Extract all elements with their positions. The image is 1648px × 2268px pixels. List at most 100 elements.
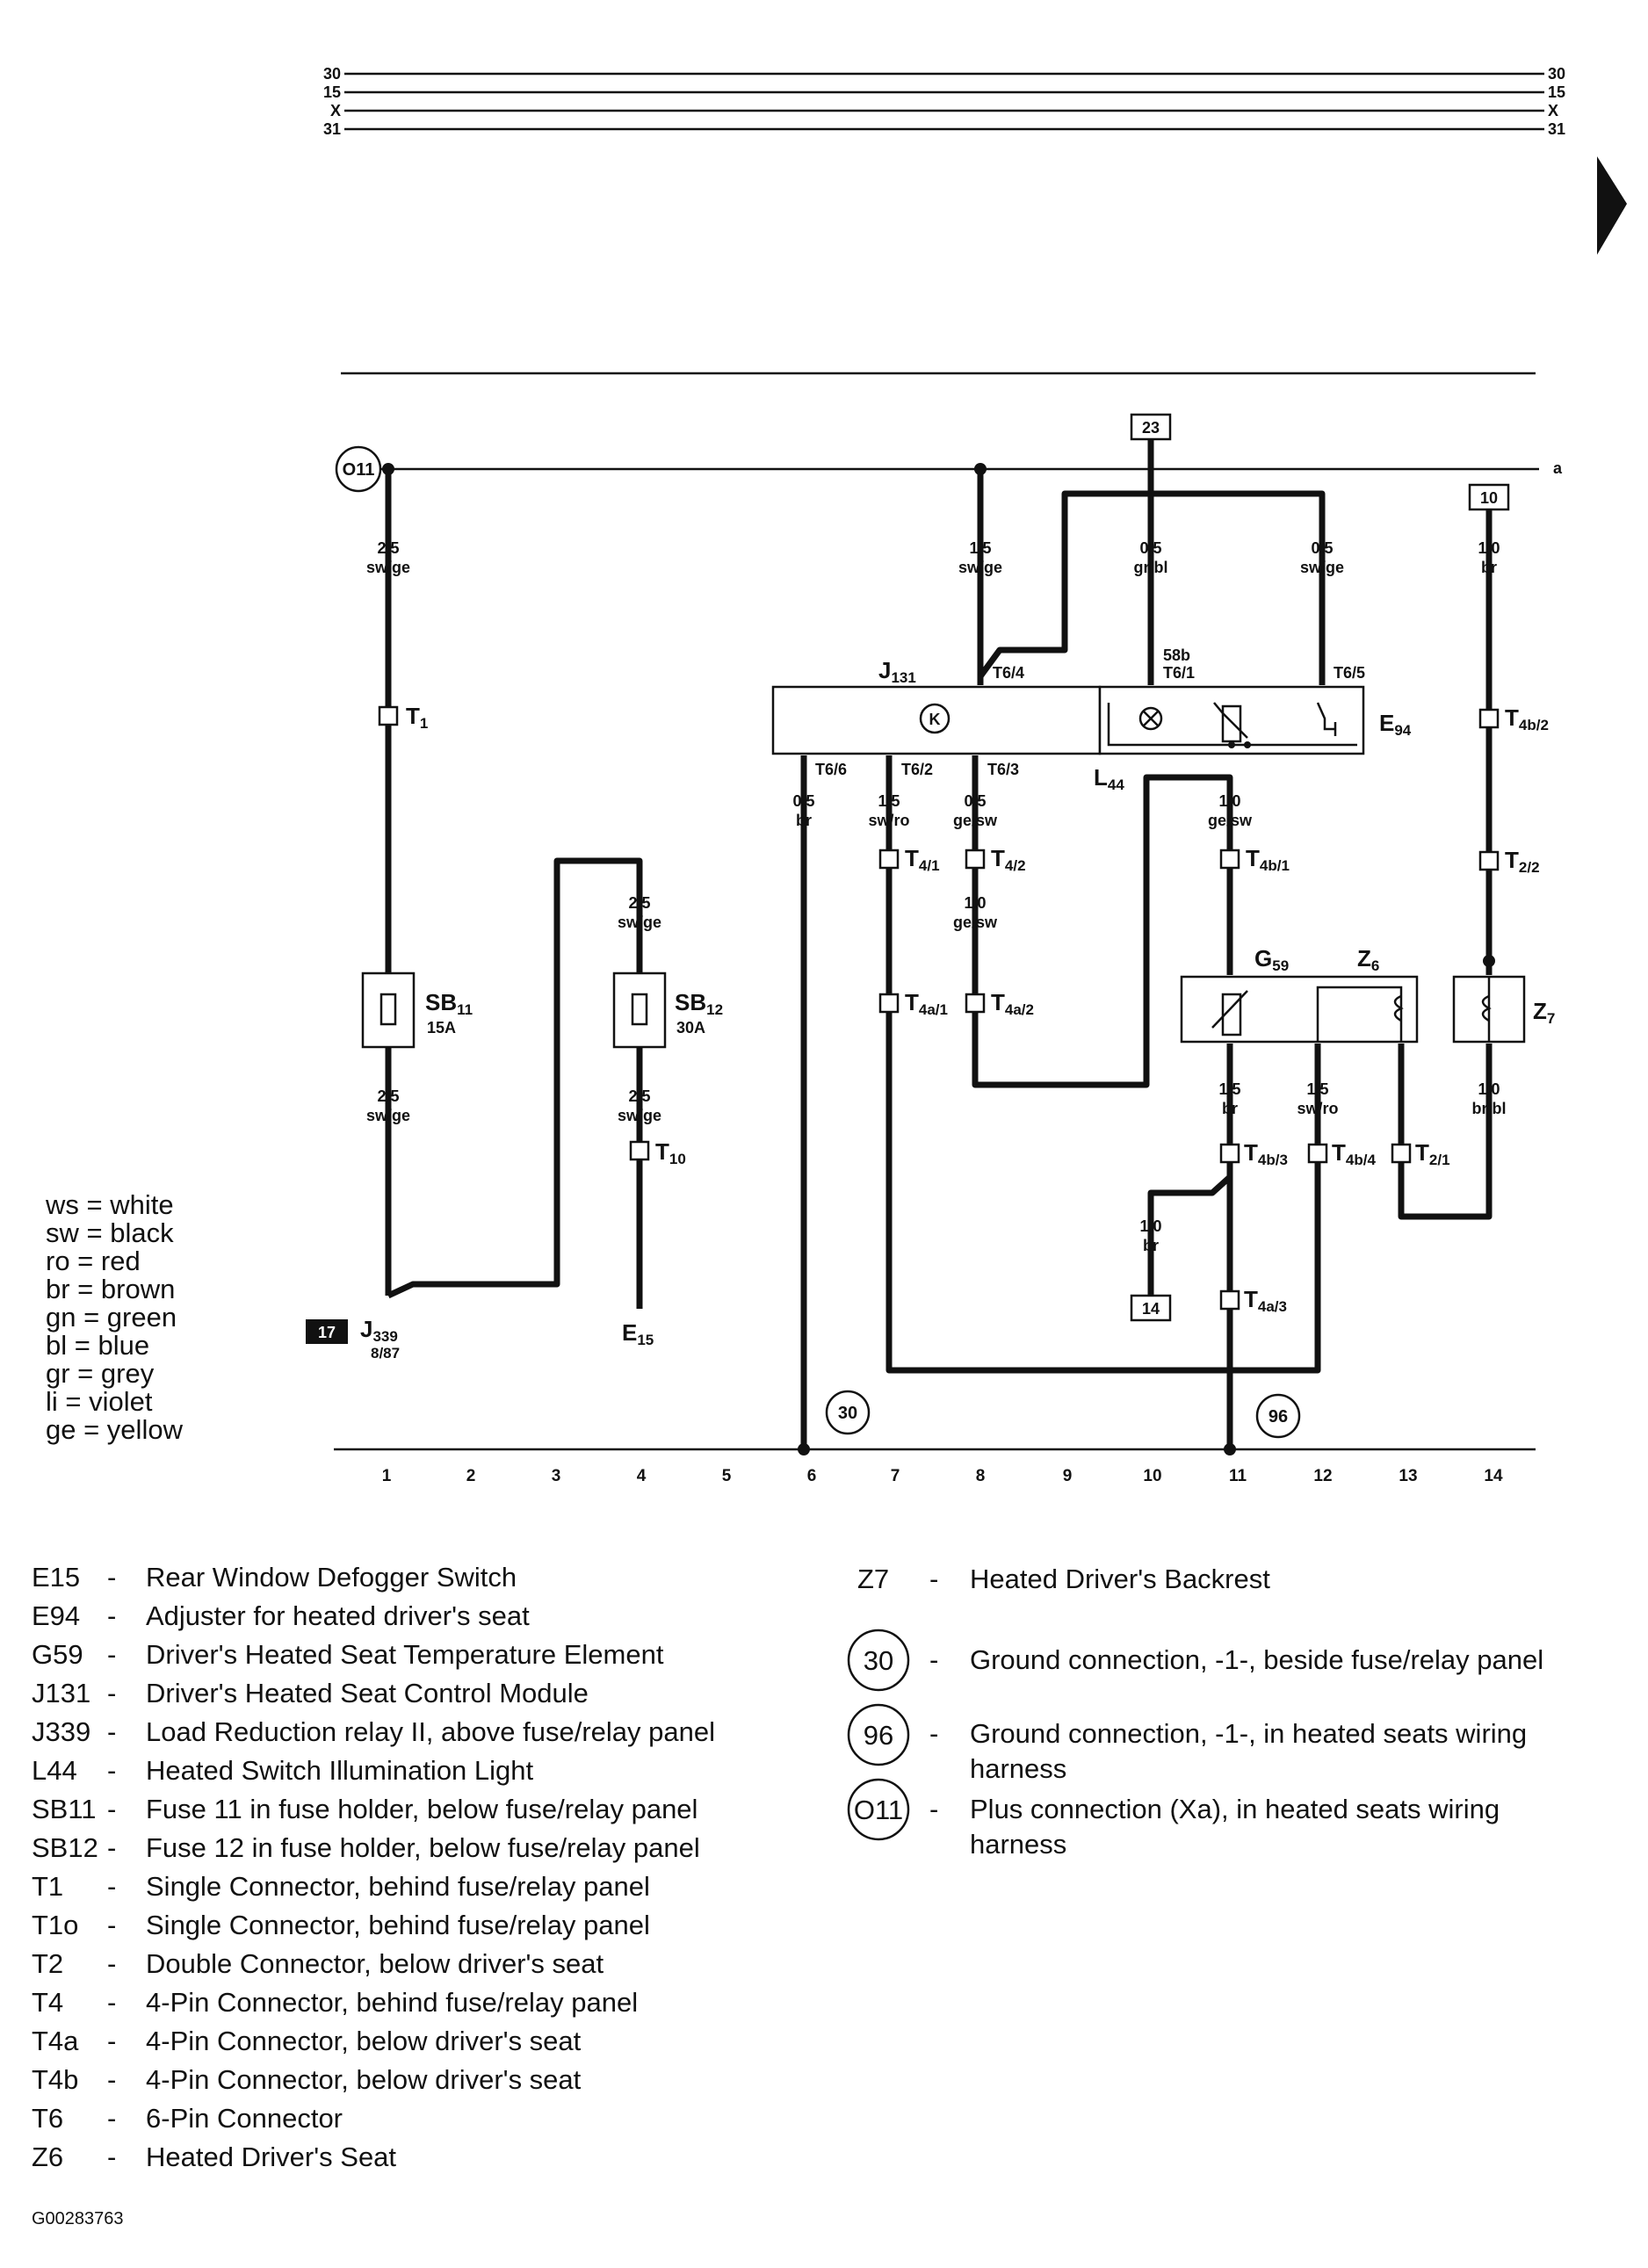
legend-dash: -: [929, 1564, 938, 1594]
ground-bar: 30 96: [334, 1390, 1536, 1455]
z7-label: Z7: [1533, 998, 1555, 1027]
potentiometer-arrow: [1213, 702, 1248, 739]
z6-heater-icon: [1393, 994, 1404, 1022]
legend-desc: Ground connection, -1-, in heated seats …: [970, 1718, 1527, 1749]
potentiometer-icon: [1221, 704, 1242, 743]
wire-color: ge/sw: [953, 812, 998, 829]
column-number: 9: [1063, 1467, 1073, 1485]
connector-icon: [1478, 708, 1500, 729]
lamp-cross-b: [1143, 711, 1159, 726]
pin-label-t6-4: T6/4: [993, 664, 1024, 682]
wire-size: 2,5: [377, 539, 399, 557]
connector-t4b-3-label: T4b/3: [1244, 1139, 1288, 1168]
color-legend-item: bl = blue: [46, 1330, 149, 1361]
connector-icon: [629, 1140, 650, 1161]
z7-heater-icon: [1481, 994, 1492, 1022]
wire-col8-jog: [978, 490, 1326, 685]
wire-size: 1,0: [1218, 792, 1240, 810]
connector-icon: [1219, 849, 1240, 870]
connector-t4-2-label: T4/2: [991, 845, 1026, 874]
relay-k-icon: [919, 703, 950, 734]
g59-label: G59: [1254, 945, 1289, 974]
wire-col7: [885, 755, 1225, 1374]
legend-code: E94: [32, 1600, 80, 1631]
ground-96-circle: [1255, 1393, 1301, 1439]
e94-internal-dot-a: [1228, 741, 1235, 748]
legend-code: O11: [854, 1795, 903, 1825]
wires: [385, 439, 1493, 1448]
wire-col13-14-lower: [1398, 1044, 1493, 1220]
legend-desc: Adjuster for heated driver's seat: [146, 1600, 530, 1631]
legend-dash: -: [107, 2142, 116, 2172]
wire-size: 1,0: [964, 894, 986, 912]
component-legend-left: E15 - Rear Window Defogger Switch E94 - …: [32, 1562, 715, 2172]
legend-dash: -: [107, 1910, 116, 1940]
legend-desc: Single Connector, behind fuse/relay pane…: [146, 1871, 650, 1902]
legend-dash: -: [107, 1755, 116, 1786]
wire-size: 1,0: [1478, 1080, 1500, 1098]
legend-dash: -: [107, 1639, 116, 1670]
legend-desc: 4-Pin Connector, below driver's seat: [146, 2026, 582, 2056]
j131-e94-module: K J131 E94 L44: [771, 657, 1412, 793]
legend-dash: -: [107, 1678, 116, 1708]
bus-label-15-right: 15: [1548, 83, 1565, 101]
legend-dash: -: [107, 2103, 116, 2134]
relay-k-label: K: [929, 711, 941, 728]
wire-color: sw/ro: [1297, 1100, 1338, 1117]
legend-desc: Heated Driver's Backrest: [970, 1564, 1270, 1594]
legend-dash: -: [107, 1716, 116, 1747]
bus-label-31-right: 31: [1548, 120, 1565, 138]
legend-code: SB11: [32, 1794, 97, 1824]
connector-icon: [965, 993, 986, 1014]
legend-dash: -: [107, 1948, 116, 1979]
column-numbers: 1 2 3 4 5 6 7 8 9 10 11 12 13 14: [382, 1467, 1503, 1485]
bus-label-15-left: 15: [323, 83, 341, 101]
connector-t2-1-label: T2/1: [1415, 1139, 1450, 1168]
legend-code: SB12: [32, 1832, 98, 1863]
bus-label-x-left: X: [330, 102, 341, 119]
legend-code: E15: [32, 1562, 80, 1593]
column-number: 13: [1399, 1467, 1417, 1485]
wire-size: 0,5: [1139, 539, 1161, 557]
bus-label-30-left: 30: [323, 65, 341, 83]
column-number: 12: [1313, 1467, 1332, 1485]
reference-boxes: 23 10 14 17: [306, 413, 1510, 1344]
wire-color-legend: ws = white sw = black ro = red br = brow…: [45, 1189, 184, 1445]
pin-label-t6-3: T6/3: [987, 761, 1019, 778]
connector-t4b-2-label: T4b/2: [1505, 704, 1549, 733]
legend-code: T1o: [32, 1910, 78, 1940]
plus-line-a: O11 a: [335, 445, 1563, 493]
ground-30-label: 30: [838, 1404, 857, 1423]
legend-desc: Driver's Heated Seat Control Module: [146, 1678, 589, 1708]
z7-junction-dot: [1483, 955, 1495, 967]
legend-desc: 4-Pin Connector, below driver's seat: [146, 2064, 582, 2095]
wire-color: sw/ge: [366, 559, 410, 576]
wire-color: br: [1143, 1237, 1159, 1254]
wire-size: 2,5: [628, 1087, 650, 1105]
j339-pin-label: 8/87: [371, 1345, 400, 1362]
wire-size: 0,5: [964, 792, 986, 810]
component-legend-right: Z7 - Heated Driver's Backrest 30 - Groun…: [847, 1564, 1543, 1860]
g59-z6-box: [1180, 975, 1419, 1044]
legend-dash: -: [107, 1562, 116, 1593]
pin-label-t6-6: T6/6: [815, 761, 847, 778]
color-legend-item: li = violet: [46, 1386, 153, 1417]
legend-code: T4: [32, 1987, 63, 2018]
column-number: 10: [1143, 1467, 1161, 1485]
connector-t4-1-label: T4/1: [905, 845, 940, 874]
wire-color: sw/ge: [618, 914, 661, 931]
column-number: 11: [1229, 1467, 1247, 1485]
e94-internal-dot-b: [1244, 741, 1251, 748]
switch-icon: [1316, 702, 1335, 731]
pin-label-t6-5: T6/5: [1334, 664, 1365, 682]
wire-size: 2,5: [628, 894, 650, 912]
ground-dot-col11: [1224, 1443, 1236, 1455]
color-legend-item: ws = white: [45, 1189, 174, 1220]
j131-label: J131: [878, 657, 916, 686]
legend-desc: Plus connection (Xa), in heated seats wi…: [970, 1794, 1500, 1824]
ref-box-17: [306, 1319, 348, 1344]
bus-label-30-right: 30: [1548, 65, 1565, 83]
fuse-sb12-icon: [631, 993, 648, 1026]
color-legend-item: ge = yellow: [46, 1414, 184, 1445]
